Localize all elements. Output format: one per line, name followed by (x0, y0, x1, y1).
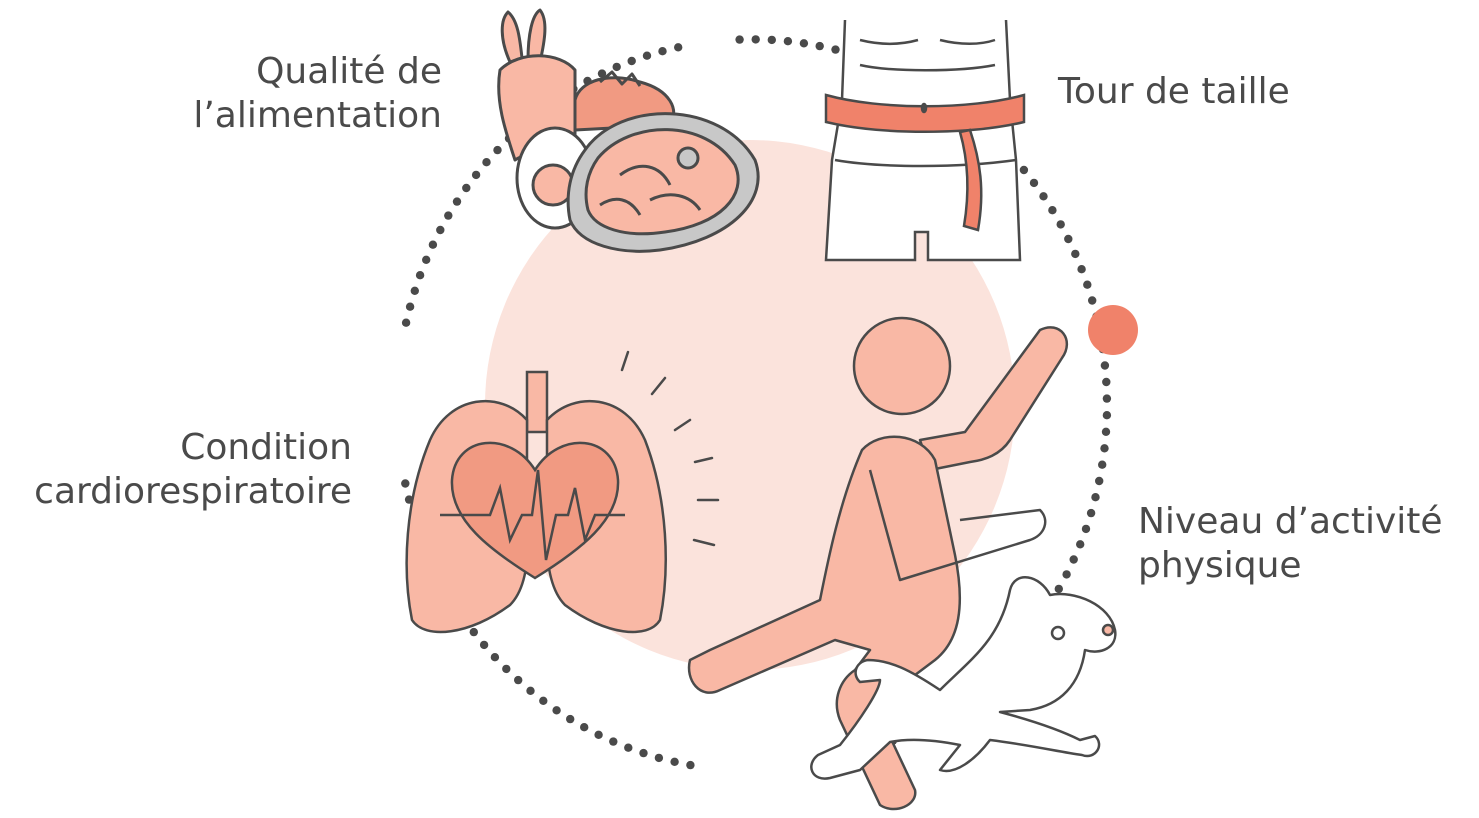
ring-dot (594, 731, 602, 739)
ring-dot (1103, 411, 1111, 419)
ring-dot (735, 35, 743, 43)
label-activity-line1: Niveau d’activité (1138, 500, 1443, 544)
ring-dot (444, 211, 452, 219)
ring-dot (1102, 378, 1110, 386)
ring-dot (470, 628, 478, 636)
ring-dot (1039, 192, 1047, 200)
ring-dot (1088, 296, 1096, 304)
ring-dot (552, 706, 560, 714)
ring-dot (416, 271, 424, 279)
food-icon (499, 10, 758, 251)
ring-dot (674, 43, 682, 51)
ring-dot (1077, 265, 1085, 273)
ring-dot (1082, 525, 1090, 533)
ring-dot (1087, 509, 1095, 517)
ring-dot (580, 723, 588, 731)
ring-dot (502, 665, 510, 673)
ring-dot (639, 749, 647, 757)
ring-dot (1070, 555, 1078, 563)
ring-dot (1098, 461, 1106, 469)
ring-dot (658, 47, 666, 55)
ring-dot (422, 256, 430, 264)
ring-dot (1100, 444, 1108, 452)
ring-dot (613, 63, 621, 71)
ring-dot (539, 697, 547, 705)
ring-dot (453, 197, 461, 205)
ring-dot (411, 287, 419, 295)
ring-dot (1020, 166, 1028, 174)
ring-dot (402, 319, 410, 327)
ring-dot (482, 158, 490, 166)
ring-dot (1055, 585, 1063, 593)
ring-dot (1083, 281, 1091, 289)
ring-dot (655, 754, 663, 762)
ring-dot (472, 171, 480, 179)
ring-dot (1095, 477, 1103, 485)
label-waist: Tour de taille (1058, 70, 1290, 114)
ring-dot (1102, 428, 1110, 436)
ring-dot (1064, 235, 1072, 243)
label-cardio-line2: cardiorespiratoire (34, 470, 352, 514)
ring-dot (1057, 220, 1065, 228)
ring-dot (406, 303, 414, 311)
ring-dot (429, 241, 437, 249)
ring-dot (1071, 250, 1079, 258)
ring-dot (1091, 493, 1099, 501)
ring-dot (800, 39, 808, 47)
ring-dot (1101, 361, 1109, 369)
ring-dot (670, 758, 678, 766)
ring-dot (643, 52, 651, 60)
ball-icon (1088, 305, 1138, 355)
label-activity: Niveau d’activité physique (1138, 500, 1443, 588)
label-cardio: Condition cardiorespiratoire (34, 426, 352, 514)
label-activity-line2: physique (1138, 544, 1443, 588)
ring-dot (1030, 179, 1038, 187)
label-waist-line1: Tour de taille (1058, 70, 1290, 114)
ring-dot (816, 42, 824, 50)
ring-dot (1103, 394, 1111, 402)
ring-dot (831, 45, 839, 53)
ring-dot (1076, 540, 1084, 548)
label-food-quality-line2: l’alimentation (193, 94, 442, 138)
ring-dot (784, 37, 792, 45)
ring-dot (566, 715, 574, 723)
ring-dot (768, 36, 776, 44)
ring-dot (624, 744, 632, 752)
waist-measure-icon (826, 20, 1024, 260)
ring-dot (462, 184, 470, 192)
ring-dot (493, 146, 501, 154)
ring-dot (1048, 206, 1056, 214)
label-cardio-line1: Condition (34, 426, 352, 470)
ring-dot (401, 479, 409, 487)
ring-dot (491, 653, 499, 661)
ring-dot (752, 35, 760, 43)
ring-dot (609, 737, 617, 745)
ring-dot (436, 226, 444, 234)
ring-dot (628, 57, 636, 65)
ring-dot (526, 687, 534, 695)
label-food-quality-line1: Qualité de (193, 50, 442, 94)
ring-dot (480, 641, 488, 649)
ring-dot (1062, 570, 1070, 578)
ring-dot (686, 761, 694, 769)
label-food-quality: Qualité de l’alimentation (193, 50, 442, 138)
ring-dot (514, 676, 522, 684)
